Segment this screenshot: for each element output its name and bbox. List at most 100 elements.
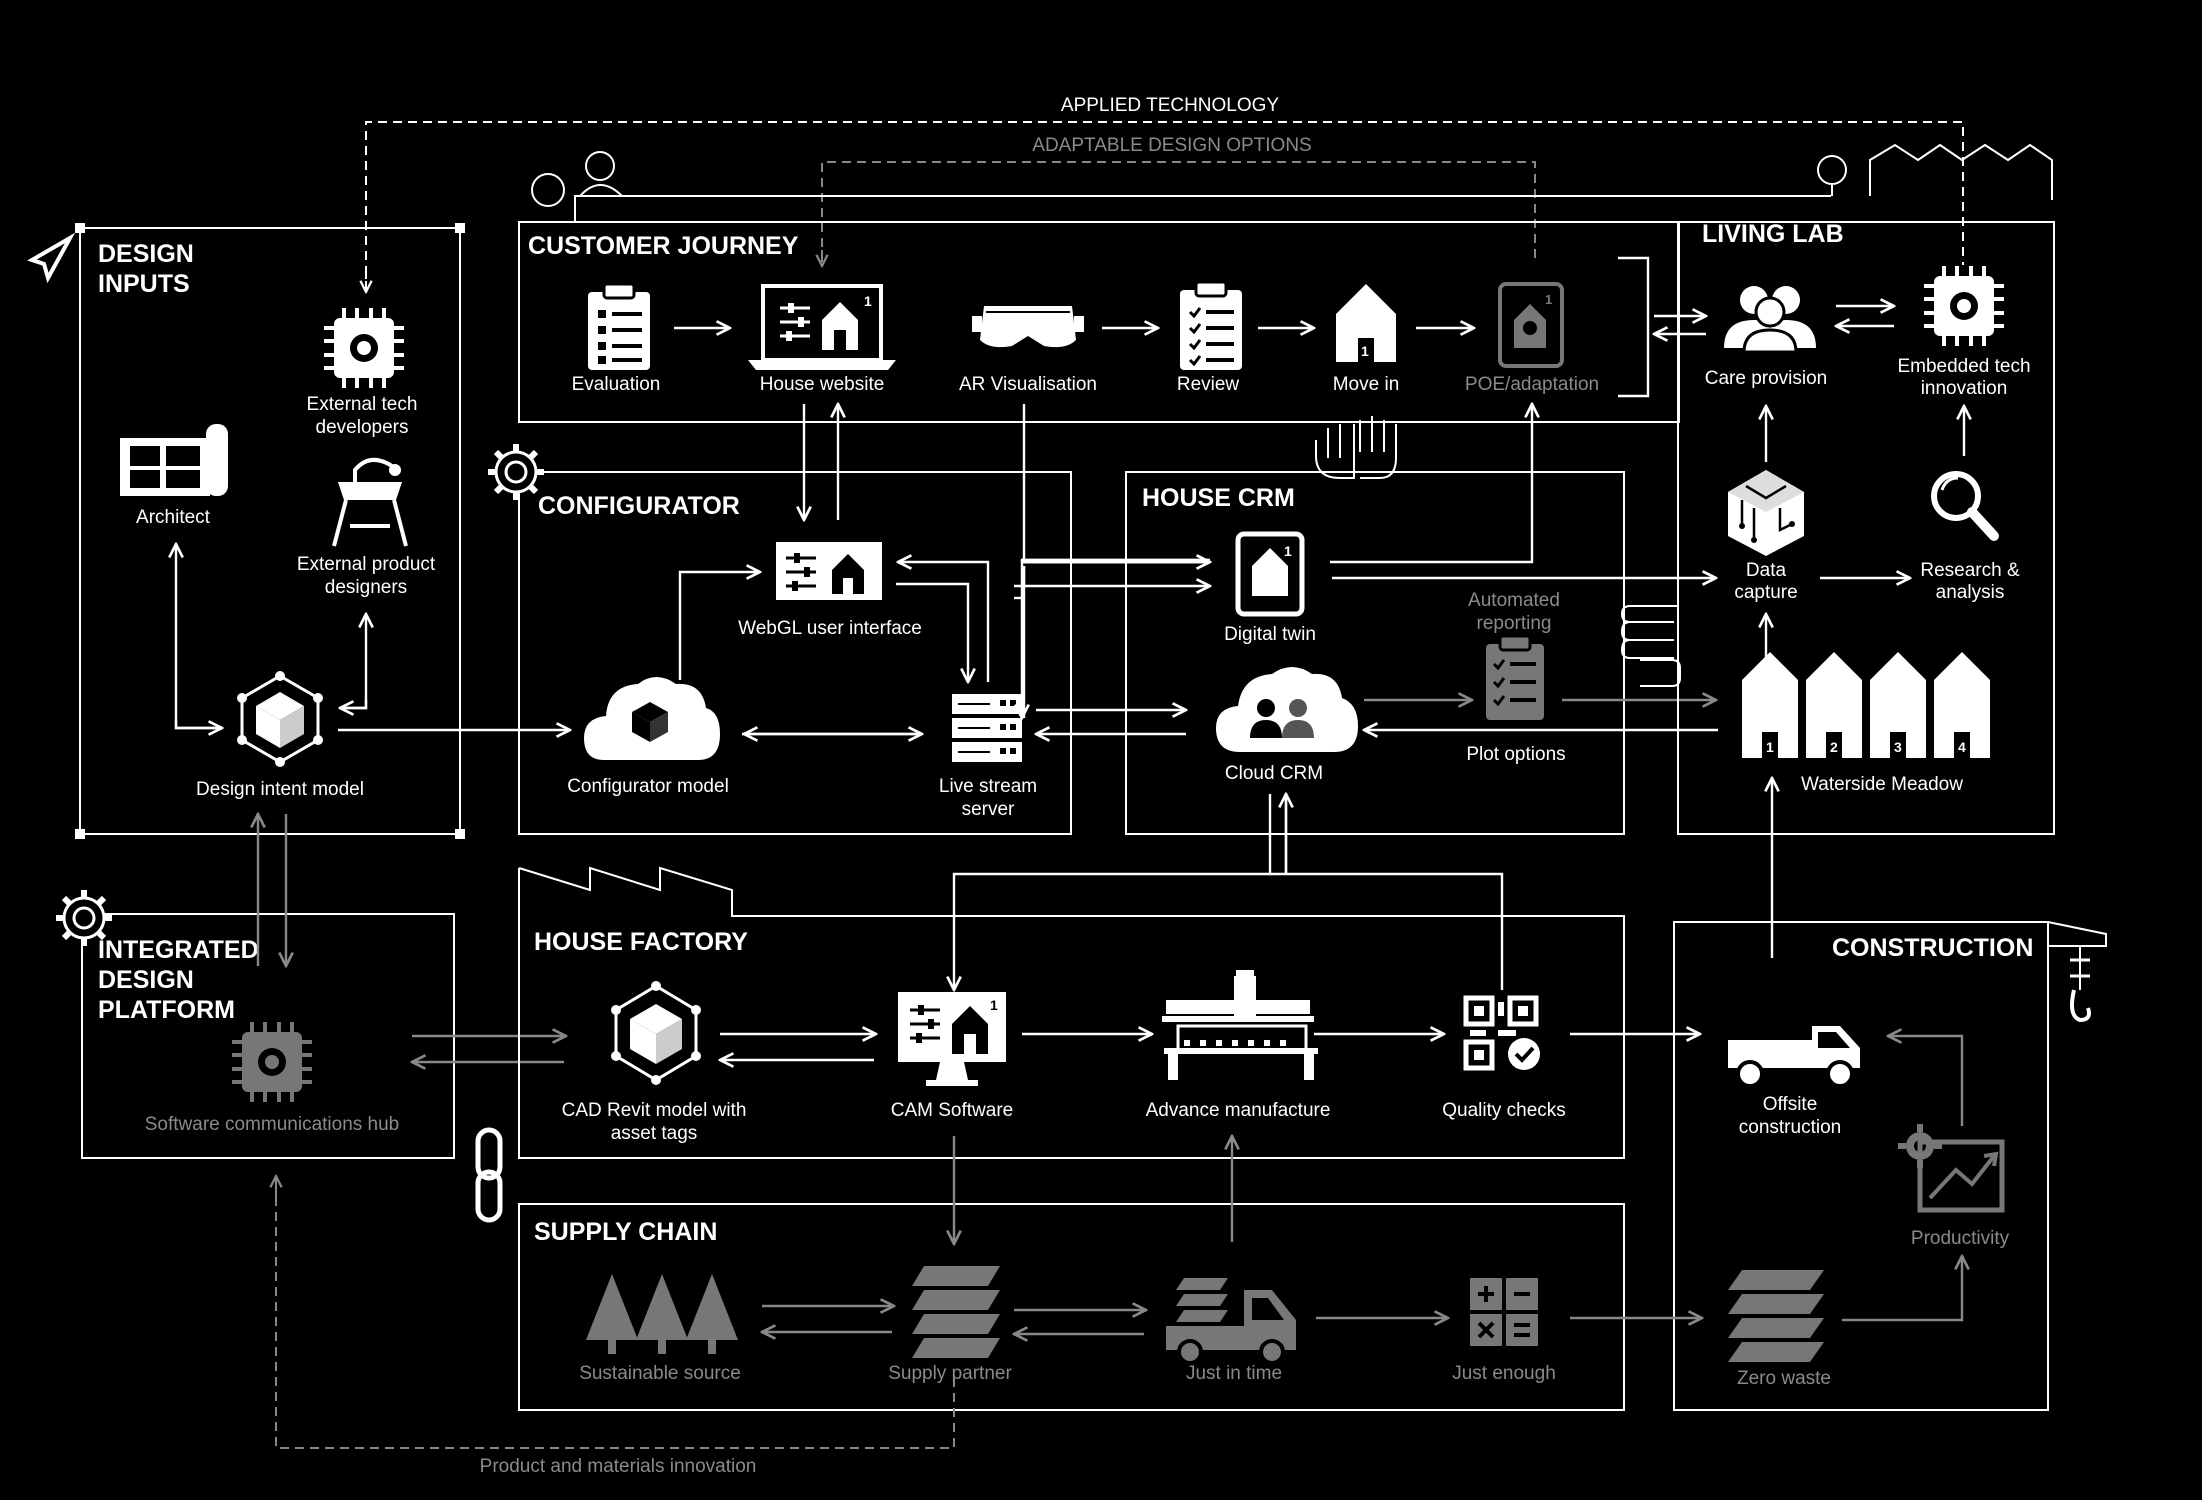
trees-icon — [586, 1274, 738, 1354]
handshake-icon — [1620, 605, 1681, 687]
house-factory-title: HOUSE FACTORY — [534, 928, 748, 956]
configurator-model-label: Configurator model — [567, 776, 729, 797]
house-crm-title: HOUSE CRM — [1142, 484, 1295, 512]
waterside-houses-icon: 1 2 3 4 — [1742, 652, 1990, 758]
magnifier-icon — [1931, 471, 1999, 541]
svg-text:DESIGN: DESIGN — [98, 966, 194, 994]
svg-text:1: 1 — [1361, 343, 1369, 359]
webgl-label: WebGL user interface — [738, 618, 922, 639]
svg-text:designers: designers — [325, 577, 407, 598]
supply-chain-title: SUPPLY CHAIN — [534, 1218, 717, 1246]
svg-text:1: 1 — [990, 997, 998, 1013]
architect-label: Architect — [136, 507, 211, 528]
live-stream-label: Live stream — [939, 776, 1037, 797]
waterside-meadow-label: Waterside Meadow — [1801, 774, 1963, 795]
drafting-table-icon — [332, 458, 408, 547]
productivity-label: Productivity — [1911, 1228, 2010, 1249]
hub-chip-icon — [232, 1022, 312, 1102]
svg-text:reporting: reporting — [1477, 613, 1552, 634]
move-in-label: Move in — [1333, 374, 1400, 395]
tablet-house-icon: 1 — [1235, 531, 1305, 617]
svg-text:1: 1 — [1545, 292, 1552, 307]
supply-partner-label: Supply partner — [888, 1363, 1012, 1384]
poe-adaptation-label: POE/adaptation — [1465, 374, 1599, 395]
cnc-machine-icon — [1162, 970, 1318, 1080]
care-provision-label: Care provision — [1705, 368, 1828, 389]
svg-text:1: 1 — [1766, 739, 1774, 755]
zero-waste-label: Zero waste — [1737, 1368, 1831, 1389]
delivery-truck-icon — [1166, 1278, 1296, 1365]
gear-outline-icon — [488, 444, 544, 500]
svg-text:1: 1 — [1284, 543, 1292, 559]
svg-text:innovation: innovation — [1921, 378, 2008, 399]
vr-headset-icon — [972, 306, 1084, 348]
svg-text:asset tags: asset tags — [611, 1123, 698, 1144]
living-lab-section: LIVING LAB Care provision Embedded tech … — [1620, 220, 2055, 958]
review-label: Review — [1177, 374, 1240, 395]
external-tech-label: External tech — [307, 394, 418, 415]
sustainable-source-label: Sustainable source — [579, 1363, 741, 1384]
configurator-title: CONFIGURATOR — [538, 492, 740, 520]
applied-technology-loop: APPLIED TECHNOLOGY — [366, 95, 1964, 292]
house-icon: 1 — [1336, 284, 1396, 362]
svg-text:developers: developers — [316, 417, 409, 438]
qr-check-icon — [1463, 995, 1540, 1071]
product-materials-loop: Product and materials innovation — [276, 1176, 955, 1477]
care-people-icon — [1724, 286, 1816, 354]
idp-title: INTEGRATED — [98, 936, 259, 964]
product-materials-label: Product and materials innovation — [480, 1456, 757, 1477]
svg-text:analysis: analysis — [1936, 582, 2005, 603]
svg-text:PLATFORM: PLATFORM — [98, 996, 235, 1024]
customer-journey-section: CUSTOMER JOURNEY Evaluation 1 House webs… — [518, 221, 1680, 423]
svg-text:1: 1 — [864, 293, 872, 309]
zero-waste-layers-icon — [1728, 1270, 1824, 1362]
productivity-chart-icon — [1898, 1124, 2005, 1213]
automated-reporting-label: Automated — [1468, 590, 1560, 611]
calculator-icon — [1470, 1278, 1538, 1346]
checklist-icon — [1180, 280, 1242, 370]
living-lab-title: LIVING LAB — [1702, 220, 1844, 248]
clipboard-icon — [588, 282, 650, 370]
data-capture-label: Data — [1746, 560, 1787, 581]
applied-technology-label: APPLIED TECHNOLOGY — [1061, 95, 1280, 116]
cloud-cube-icon — [584, 677, 720, 760]
tablet-gear-icon: 1 — [1498, 282, 1564, 368]
software-hub-label: Software communications hub — [145, 1114, 400, 1135]
offsite-label: Offsite — [1763, 1094, 1818, 1115]
crane-icon — [2047, 921, 2107, 1023]
design-inputs-title: DESIGN — [98, 240, 194, 268]
cam-software-label: CAM Software — [891, 1100, 1013, 1121]
advance-manufacture-label: Advance manufacture — [1146, 1100, 1331, 1121]
research-label: Research & — [1920, 560, 2020, 581]
supply-layers-icon — [912, 1266, 1000, 1358]
chain-link-icon — [475, 1127, 503, 1223]
just-in-time-label: Just in time — [1186, 1363, 1282, 1384]
cloud-crm-label: Cloud CRM — [1225, 763, 1323, 784]
cad-cube-icon — [611, 981, 701, 1085]
cad-revit-label: CAD Revit model with — [562, 1100, 747, 1121]
crm-flows — [954, 404, 1718, 990]
server-icon — [952, 694, 1022, 762]
chip-icon — [324, 308, 404, 388]
svg-text:4: 4 — [1958, 739, 1966, 755]
truck-icon — [1728, 1026, 1860, 1088]
ar-visualisation-label: AR Visualisation — [959, 374, 1097, 395]
webgl-screen-icon — [776, 542, 882, 600]
embedded-chip-icon — [1924, 266, 2004, 346]
blueprint-icon — [120, 424, 228, 496]
construction-section: CONSTRUCTION Offsite construction — [1673, 921, 2107, 1411]
monitor-icon: 1 — [898, 992, 1006, 1086]
svg-text:3: 3 — [1894, 739, 1902, 755]
external-product-label: External product — [297, 554, 436, 575]
svg-text:capture: capture — [1734, 582, 1797, 603]
svg-text:construction: construction — [1739, 1117, 1841, 1138]
embedded-tech-label: Embedded tech — [1897, 356, 2030, 377]
svg-text:server: server — [962, 799, 1015, 820]
report-clipboard-icon — [1486, 634, 1544, 720]
integrated-design-platform-section: INTEGRATED DESIGN PLATFORM Software comm… — [56, 814, 566, 1159]
configurator-section: CONFIGURATOR WebGL user interface Config… — [338, 404, 1072, 835]
hand-icon — [1315, 416, 1397, 479]
construction-title: CONSTRUCTION — [1832, 934, 2033, 962]
evaluation-label: Evaluation — [572, 374, 661, 395]
